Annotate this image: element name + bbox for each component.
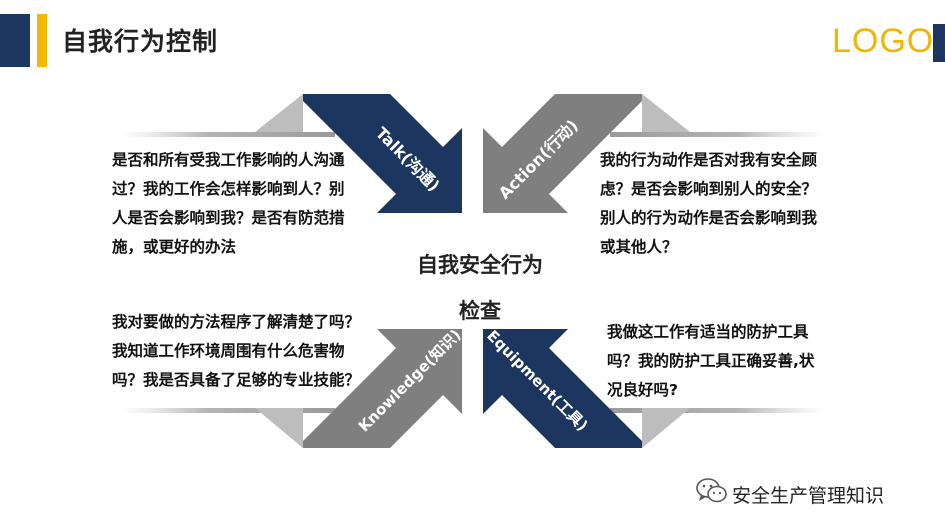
knowledge-arrow-group: [120, 329, 462, 448]
equipment-text: 我做这工作有适当的防护工具 吗？我的防护工具正确妥善,状 况良好吗?: [607, 318, 814, 405]
logo: LOGO: [832, 22, 935, 60]
action-baseline: [610, 132, 825, 137]
action-text-line: 别人的行为动作是否会影响到我: [600, 209, 818, 227]
talk-text-line: 施，或更好的办法: [112, 238, 237, 256]
talk-arrow-fold-shadow: [255, 94, 303, 132]
action-text: 我的行为动作是否对我有安全顾 虑？是否会影响到别人的安全？ 别人的行为动作是否会…: [600, 146, 817, 262]
talk-arrow: [303, 94, 462, 213]
equipment-arrow: [483, 329, 642, 448]
knowledge-arrow: [303, 329, 462, 448]
knowledge-text-line: 我对要做的方法程序了解清楚了吗？: [112, 313, 361, 331]
equipment-text-line: 况良好吗?: [607, 381, 678, 399]
knowledge-text-line: 我知道工作环境周围有什么危害物: [112, 342, 345, 360]
knowledge-text: 我对要做的方法程序了解清楚了吗？ 我知道工作环境周围有什么危害物 吗？我是否具备…: [112, 308, 360, 395]
knowledge-arrow-fold-shadow: [255, 408, 303, 448]
equipment-text-line: 我做这工作有适当的防护工具: [607, 323, 809, 341]
page-title: 自我行为控制: [62, 27, 219, 56]
header-gold-bar: [37, 14, 47, 67]
action-arrow: [483, 94, 642, 213]
knowledge-baseline: [120, 408, 335, 413]
center-label-line1: 自我安全行为: [417, 253, 543, 277]
talk-baseline: [120, 132, 335, 137]
header-navy-bar: [0, 14, 30, 67]
header-right-bar: [933, 24, 945, 62]
footer-brand: 安全生产管理知识: [732, 485, 885, 507]
equipment-baseline: [610, 408, 825, 413]
talk-arrow-group: [120, 94, 462, 213]
wechat-icon: [696, 478, 727, 503]
talk-text: 是否和所有受我工作影响的人沟通 过？我的工作会怎样影响到人？别 人是否会影响到我…: [112, 146, 345, 262]
equipment-text-line: 吗？我的防护工具正确妥善,状: [607, 352, 815, 370]
action-text-line: 或其他人？: [600, 238, 678, 256]
talk-text-line: 过？我的工作会怎样影响到人？别: [112, 180, 345, 198]
action-text-line: 虑？是否会影响到别人的安全？: [600, 180, 818, 198]
equipment-arrow-group: [483, 329, 825, 448]
action-text-line: 我的行为动作是否对我有安全顾: [600, 151, 818, 169]
equipment-arrow-fold-shadow: [642, 408, 690, 448]
action-arrow-fold-shadow: [642, 94, 690, 132]
action-arrow-group: [483, 94, 825, 213]
talk-text-line: 人是否会影响到我？是否有防范措: [112, 209, 345, 227]
center-label: 自我安全行为 检查: [380, 242, 580, 334]
center-label-line2: 检查: [459, 299, 501, 323]
talk-text-line: 是否和所有受我工作影响的人沟通: [112, 151, 345, 169]
knowledge-text-line: 吗？我是否具备了足够的专业技能？: [112, 371, 361, 389]
